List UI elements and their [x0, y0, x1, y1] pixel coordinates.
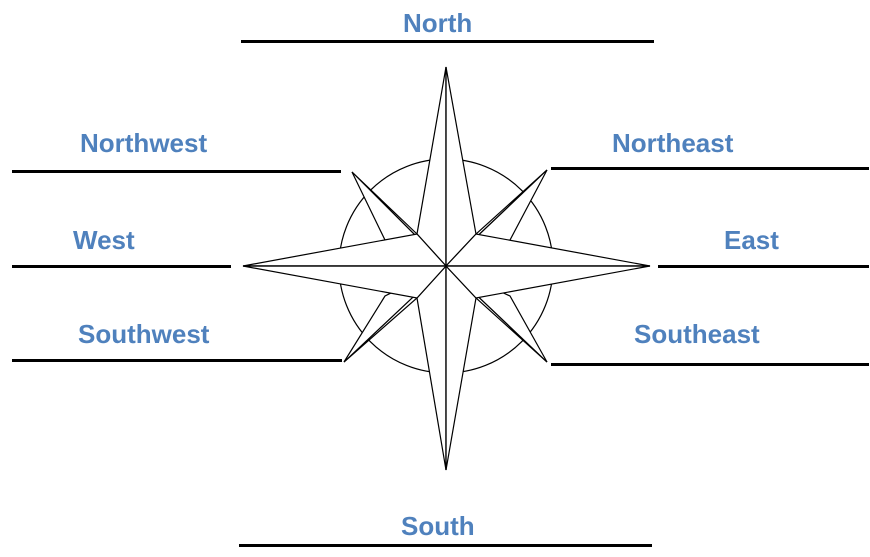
label-south: South — [401, 513, 475, 539]
answer-line-south — [239, 544, 652, 547]
label-north: North — [403, 10, 472, 36]
label-southeast: Southeast — [634, 321, 760, 347]
answer-line-southwest — [12, 359, 342, 362]
label-northeast: Northeast — [612, 130, 733, 156]
answer-line-north — [241, 40, 654, 43]
answer-line-east — [658, 265, 869, 268]
label-west: West — [73, 227, 135, 253]
answer-line-southeast — [551, 363, 869, 366]
answer-line-northwest — [12, 170, 341, 173]
answer-line-northeast — [551, 167, 869, 170]
answer-line-west — [12, 265, 231, 268]
label-east: East — [724, 227, 779, 253]
label-southwest: Southwest — [78, 321, 209, 347]
label-northwest: Northwest — [80, 130, 207, 156]
